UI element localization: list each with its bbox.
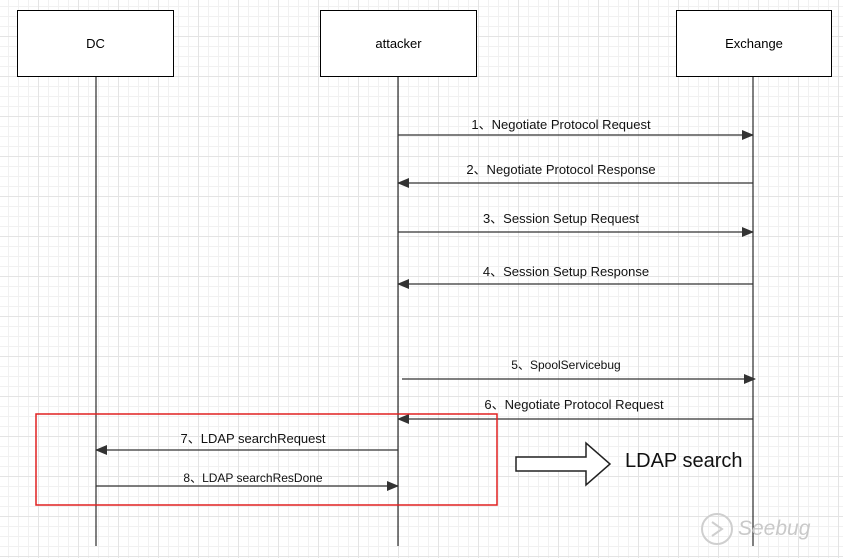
ldap-search-label: LDAP search — [625, 450, 743, 472]
seebug-watermark-text: Seebug — [738, 517, 811, 540]
actor-exchange: Exchange — [676, 10, 832, 77]
block-arrow-icon — [515, 441, 612, 487]
actor-dc-label: DC — [86, 36, 105, 51]
message-5-label: 5、SpoolServicebug — [511, 358, 621, 372]
actor-exchange-label: Exchange — [725, 36, 783, 51]
ldap-highlight-box — [35, 413, 498, 506]
message-8-label: 8、LDAP searchResDone — [183, 471, 323, 485]
message-7-label: 7、LDAP searchRequest — [180, 431, 326, 446]
message-1-label: 1、Negotiate Protocol Request — [471, 117, 651, 132]
seebug-logo-icon — [701, 513, 733, 545]
message-4-label: 4、Session Setup Response — [482, 264, 650, 279]
actor-attacker-label: attacker — [375, 36, 422, 51]
message-3-label: 3、Session Setup Request — [482, 211, 640, 226]
seebug-watermark: Seebug — [700, 512, 810, 546]
actor-dc: DC — [17, 10, 174, 77]
actor-attacker: attacker — [320, 10, 477, 77]
message-6-label: 6、Negotiate Protocol Request — [484, 397, 664, 412]
message-2-label: 2、Negotiate Protocol Response — [466, 162, 656, 177]
